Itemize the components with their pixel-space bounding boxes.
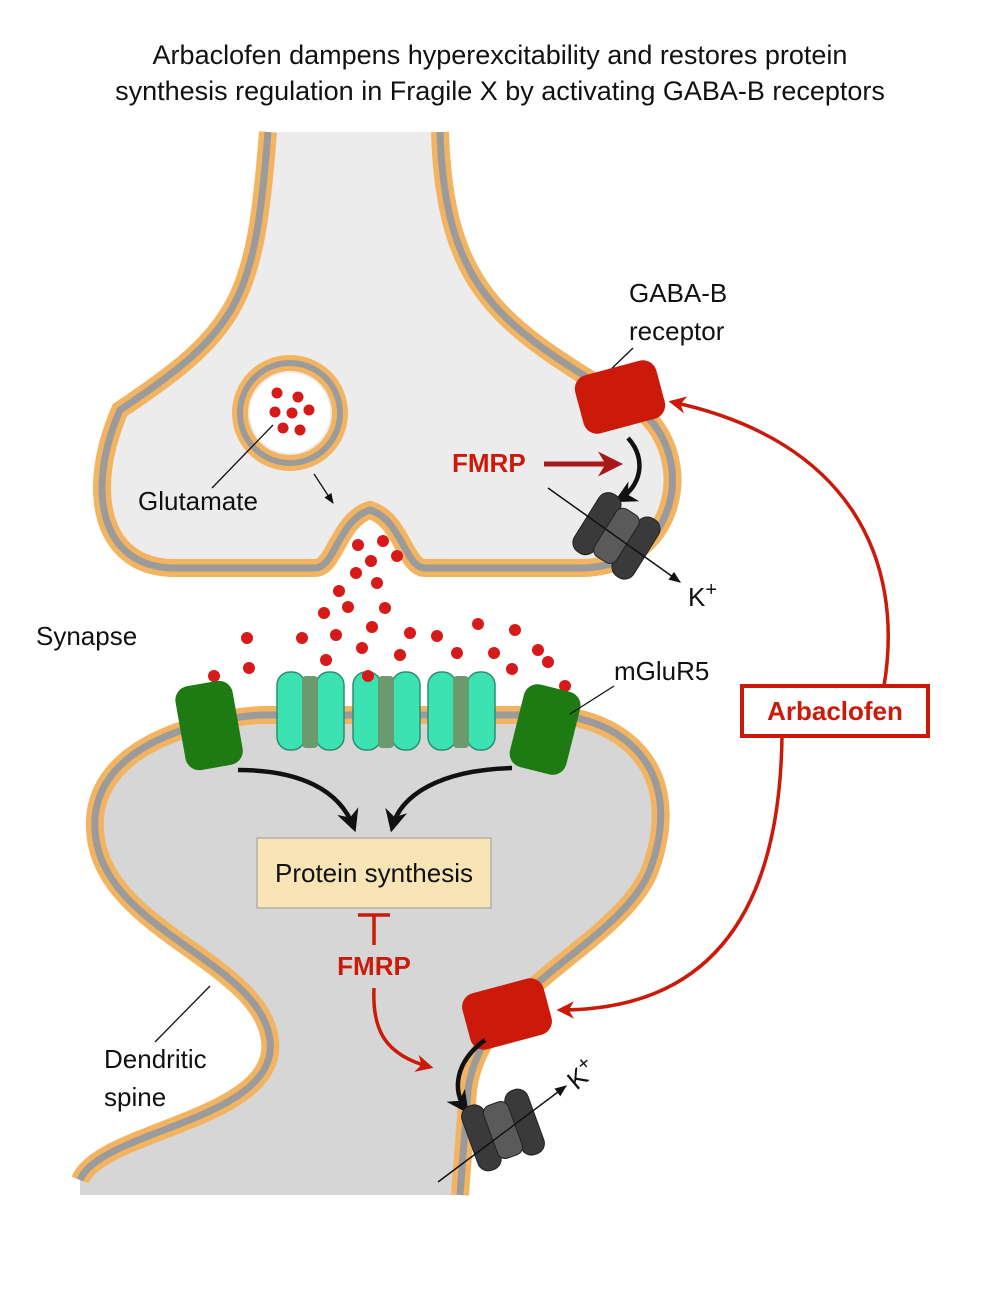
arbaclofen-arrow-bottom [556,735,784,1019]
glutamate-dot [292,391,304,403]
mglur5-receptor-left [175,680,243,771]
glutamate-dot [532,644,544,656]
k-ion-top-charge: + [705,579,717,601]
glutamate-dot [365,555,377,567]
k-ion-top-symbol: K [688,582,706,612]
ionotropic-receptor [352,671,421,751]
title-line-1: Arbaclofen dampens hyperexcitability and… [153,40,848,70]
gaba-b-receptor-bottom [462,978,552,1050]
glutamate-dot [269,406,281,418]
glutamate-dot [366,621,378,633]
k-ion-top: K+ [688,579,717,612]
glutamate-dot [379,602,391,614]
glutamate-dot [330,629,342,641]
mglur5-signal-arrow-right [385,765,513,833]
gaba-to-k-arrow-top [614,436,642,503]
glutamate-dot [303,404,315,416]
arbaclofen-box [740,684,930,738]
k-channel-bottom [461,1088,545,1172]
exocytosis-arrow [313,473,334,504]
glutamate-dot [431,630,443,642]
glutamate-dot [294,424,306,436]
glutamate-dot [342,601,354,613]
glutamate-dot [371,577,383,589]
mglur5-leader [569,685,615,715]
glutamate-dot [320,654,332,666]
glutamate-dot [488,647,500,659]
mglur5-label: mGluR5 [614,656,709,686]
arbaclofen-label: Arbaclofen [767,696,903,726]
mglur5-receptor-right [509,684,581,775]
glutamate-dot [362,670,374,682]
fmrp-to-channel-arrow [372,987,434,1072]
synapse-label: Synapse [36,621,137,651]
dendritic-spine [71,705,670,1196]
glutamate-dot [509,624,521,636]
k-ion-bottom: K+ [559,1052,602,1096]
glutamate-dot [394,649,406,661]
arbaclofen-arrow-top [668,396,890,687]
dendritic-spine-label-1: Dendritic [104,1044,207,1074]
mglur5-signal-arrow-left [237,767,359,833]
glutamate-leader [211,424,274,489]
glutamate-dot [559,680,571,692]
glutamate-dot [333,585,345,597]
title-line-2: synthesis regulation in Fragile X by act… [115,76,885,106]
glutamate-label: Glutamate [138,486,258,516]
glutamate-dot [243,662,255,674]
protein-synthesis-label: Protein synthesis [275,858,473,888]
spine-cytoplasm [80,714,661,1195]
glutamate-dot [506,663,518,675]
gaba-b-label-1: GABA-B [629,278,727,308]
glutamate-dot [241,632,253,644]
released-glutamate [208,535,571,692]
glutamate-dot [296,632,308,644]
ionotropic-receptor [427,671,496,751]
glutamate-dot [391,550,403,562]
k-efflux-arrow-bottom [437,1085,567,1183]
gaba-to-k-arrow-bottom [446,1038,487,1114]
fmrp-bottom-label: FMRP [337,951,411,981]
glutamate-dot [271,387,283,399]
synaptic-vesicle [232,355,348,471]
presynaptic-cytoplasm [102,132,673,568]
glutamate-dot [451,647,463,659]
gaba-b-receptor-top [574,360,666,434]
dendritic-spine-label-2: spine [104,1082,166,1112]
glutamate-dot [350,567,362,579]
glutamate-dot [277,422,289,434]
glutamate-dot [356,642,368,654]
glutamate-dot [318,607,330,619]
glutamate-dot [286,407,298,419]
fmrp-top-label: FMRP [452,448,526,478]
glutamate-dot [404,627,416,639]
ionotropic-receptor [276,671,345,751]
glutamate-dot [542,656,554,668]
glutamate-dot [472,618,484,630]
gaba-b-label-2: receptor [629,316,725,346]
dendritic-spine-leader [154,985,211,1043]
spine-membrane-inner [76,711,665,1196]
glutamate-dot [208,670,220,682]
glutamate-dot [377,535,389,547]
k-efflux-arrow-top [547,487,681,583]
glutamate-dot [352,539,364,551]
protein-synthesis-box [256,837,492,909]
